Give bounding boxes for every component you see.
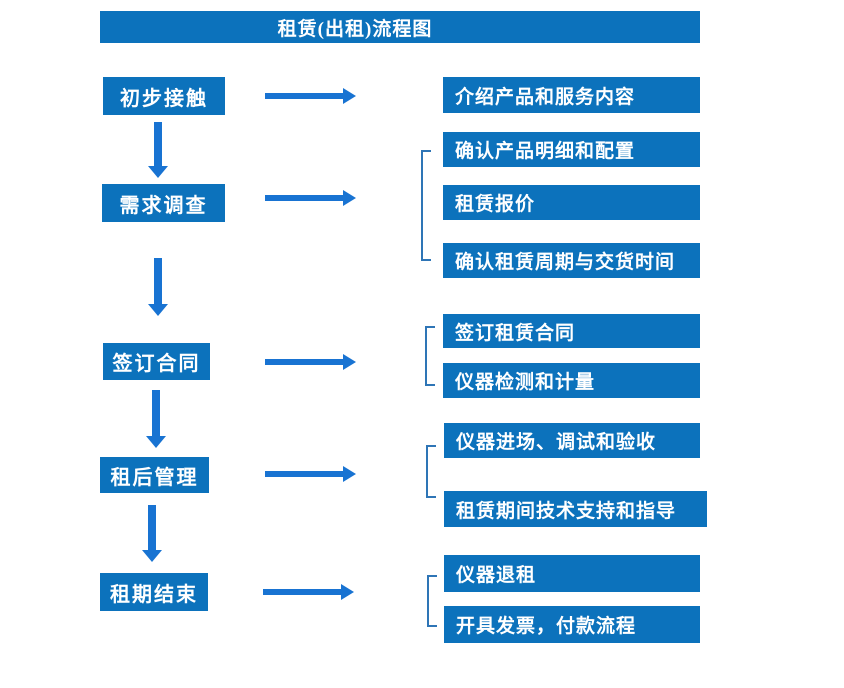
bracket-icon bbox=[426, 445, 436, 498]
down-arrow-head bbox=[146, 436, 166, 448]
down-arrow-stem bbox=[154, 122, 162, 166]
down-arrow-stem bbox=[154, 258, 162, 304]
right-arrow-icon bbox=[265, 190, 356, 206]
bracket-icon bbox=[421, 150, 431, 261]
right-arrow-head bbox=[341, 584, 354, 600]
down-arrow-stem bbox=[152, 390, 160, 436]
right-arrow-stem bbox=[265, 195, 343, 201]
right-arrow-head bbox=[343, 354, 356, 370]
detail-box-rental-quotation: 租赁报价 bbox=[443, 185, 700, 220]
bracket-icon bbox=[427, 575, 437, 627]
down-arrow-head bbox=[142, 550, 162, 562]
down-arrow-icon bbox=[148, 258, 168, 316]
detail-box-instrument-setup-acceptance: 仪器进场、调试和验收 bbox=[444, 423, 700, 458]
down-arrow-head bbox=[148, 304, 168, 316]
stage-box-post-rental-management: 租后管理 bbox=[100, 457, 209, 493]
down-arrow-stem bbox=[148, 505, 156, 550]
stage-box-demand-survey: 需求调查 bbox=[102, 184, 225, 222]
flowchart-title: 租赁(出租)流程图 bbox=[100, 11, 700, 43]
right-arrow-stem bbox=[265, 471, 343, 477]
stage-box-initial-contact: 初步接触 bbox=[103, 77, 225, 115]
stage-box-sign-contract: 签订合同 bbox=[103, 343, 210, 380]
detail-box-technical-support: 租赁期间技术支持和指导 bbox=[444, 491, 707, 527]
detail-box-invoice-payment: 开具发票，付款流程 bbox=[444, 606, 700, 643]
stage-box-lease-end: 租期结束 bbox=[100, 573, 208, 611]
right-arrow-head bbox=[343, 88, 356, 104]
detail-box-introduce-products-services: 介绍产品和服务内容 bbox=[443, 77, 700, 113]
right-arrow-stem bbox=[265, 359, 343, 365]
detail-box-instrument-inspection: 仪器检测和计量 bbox=[443, 363, 700, 398]
detail-box-instrument-return: 仪器退租 bbox=[444, 555, 700, 592]
right-arrow-icon bbox=[265, 354, 356, 370]
right-arrow-icon bbox=[263, 584, 354, 600]
detail-box-confirm-product-details: 确认产品明细和配置 bbox=[443, 132, 700, 167]
right-arrow-head bbox=[343, 190, 356, 206]
down-arrow-icon bbox=[142, 505, 162, 562]
right-arrow-icon bbox=[265, 466, 356, 482]
down-arrow-icon bbox=[148, 122, 168, 178]
down-arrow-head bbox=[148, 166, 168, 178]
right-arrow-icon bbox=[265, 88, 356, 104]
detail-box-sign-rental-contract: 签订租赁合同 bbox=[443, 314, 700, 348]
right-arrow-stem bbox=[265, 93, 343, 99]
right-arrow-stem bbox=[263, 589, 341, 595]
down-arrow-icon bbox=[146, 390, 166, 448]
detail-box-confirm-period-delivery: 确认租赁周期与交货时间 bbox=[443, 243, 700, 278]
bracket-icon bbox=[425, 326, 435, 386]
right-arrow-head bbox=[343, 466, 356, 482]
